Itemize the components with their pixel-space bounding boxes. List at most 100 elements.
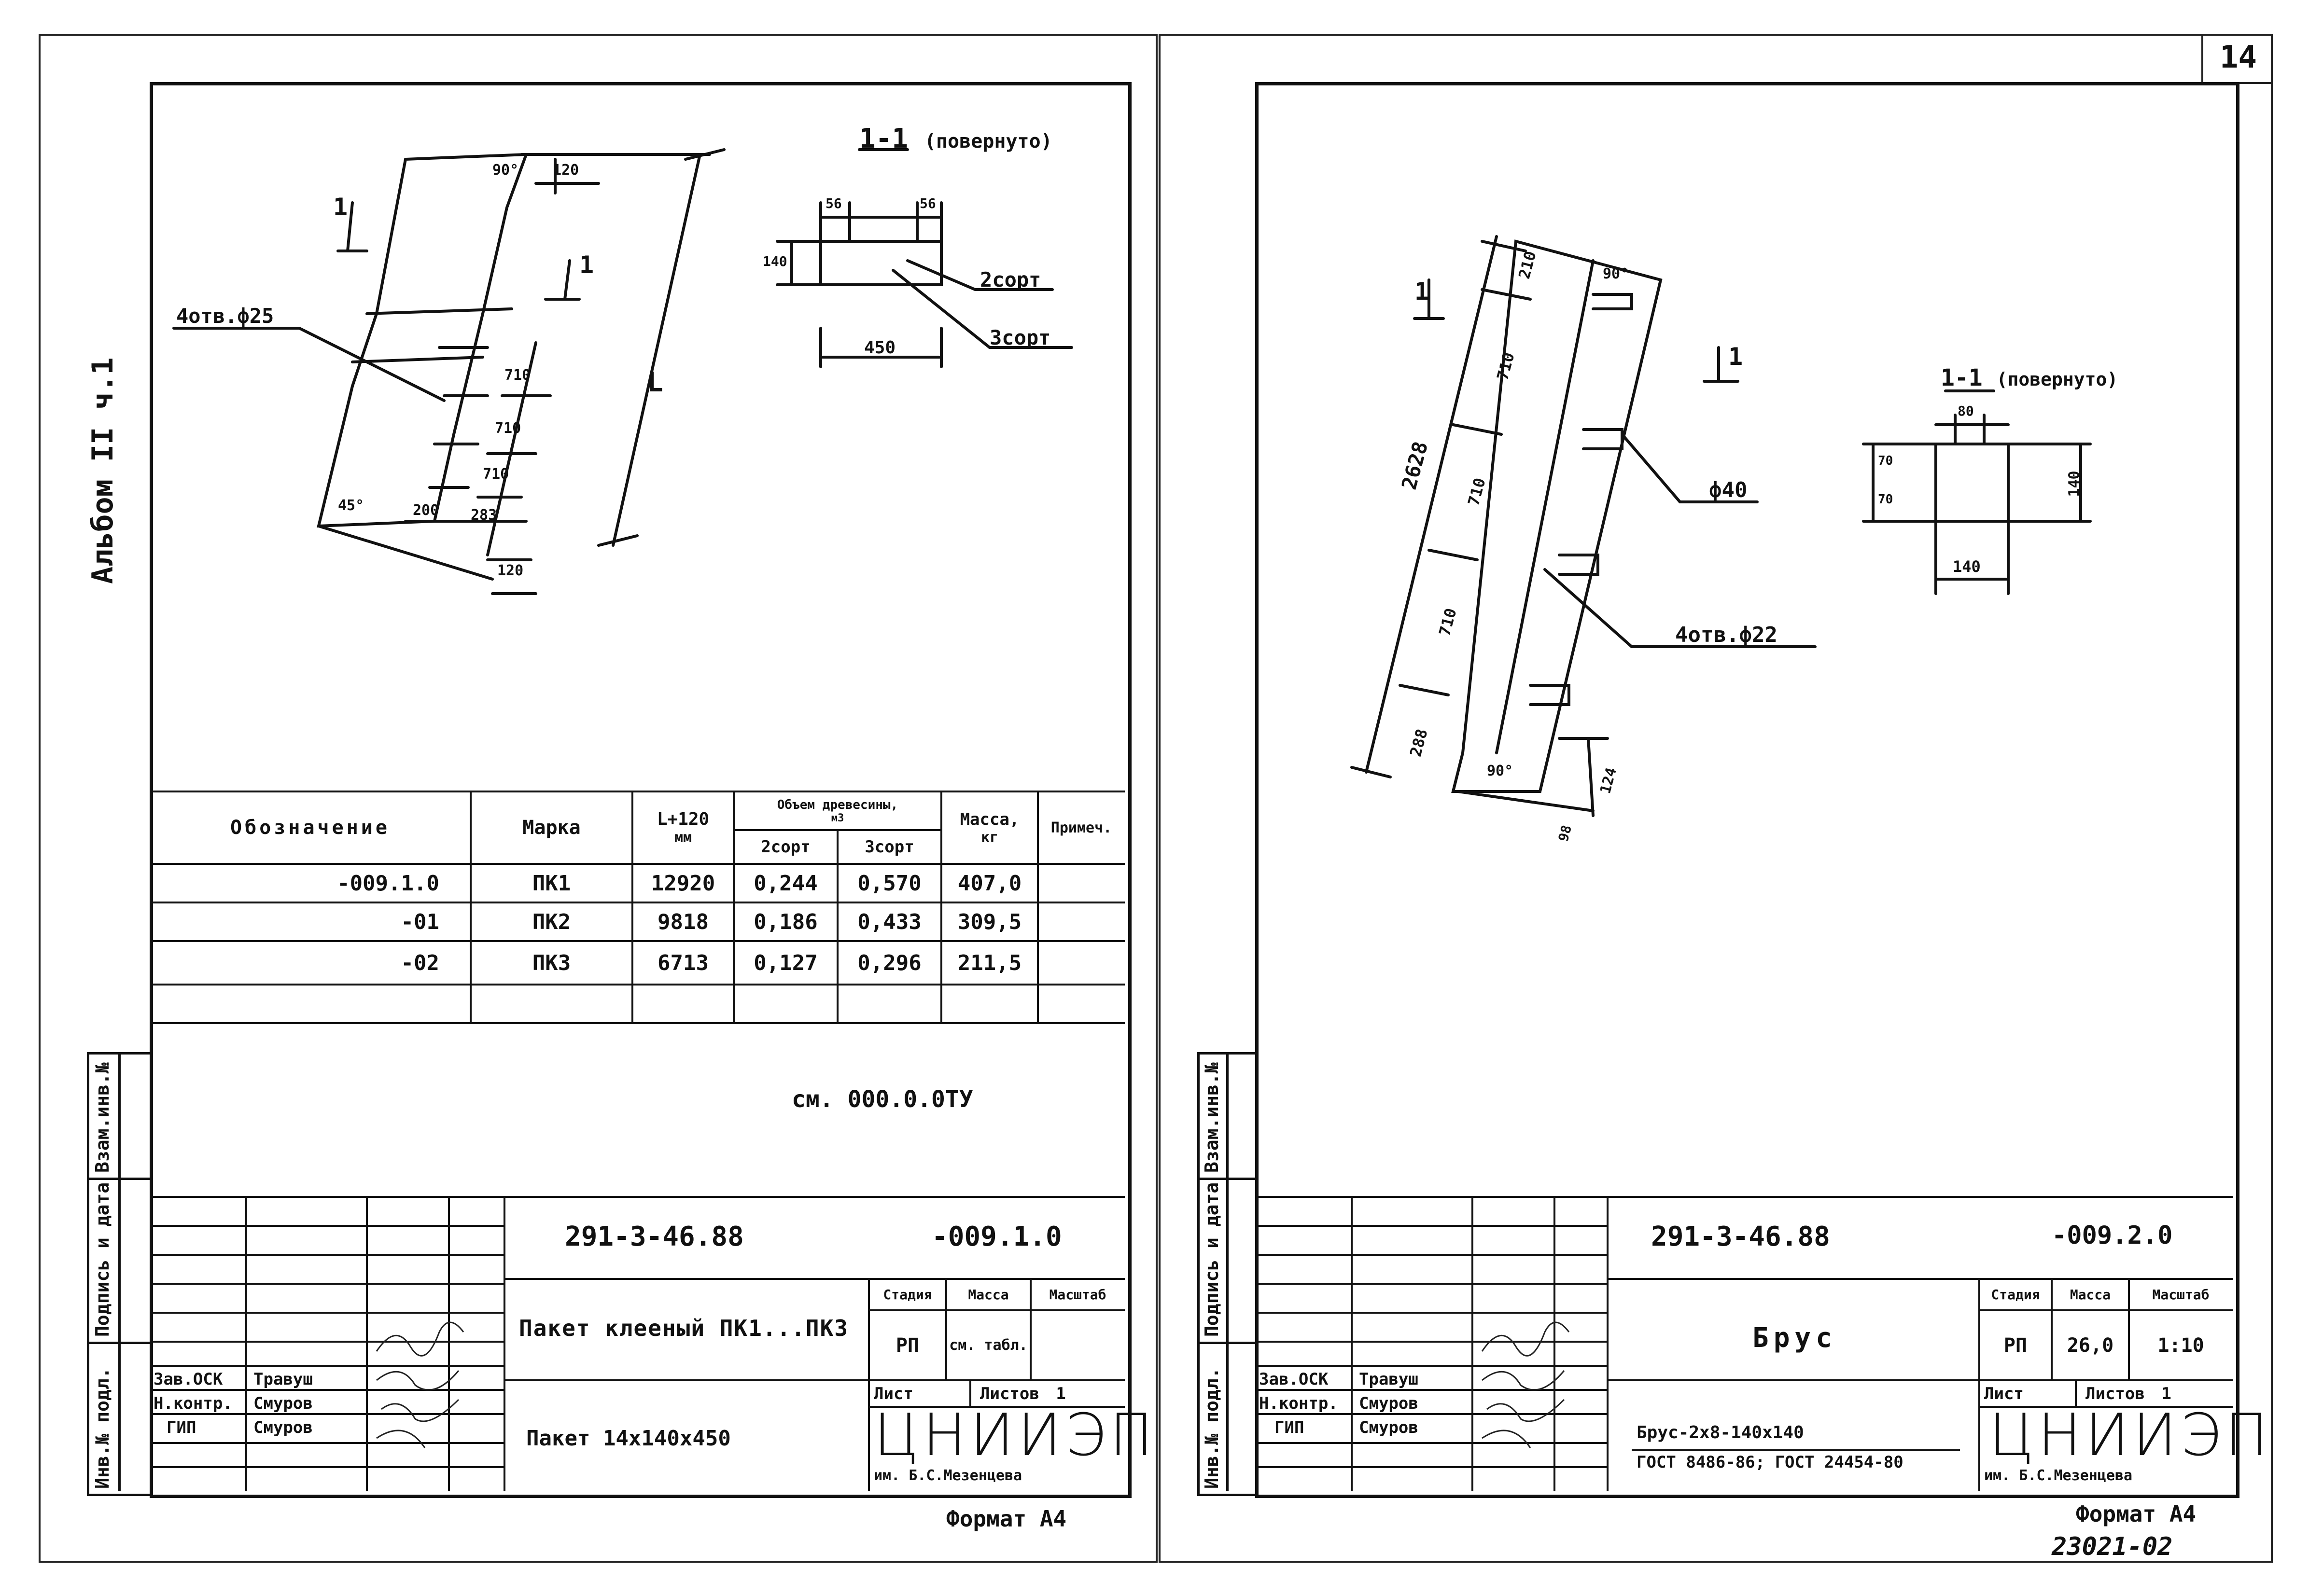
left-doc-code: 291-3-46.88	[565, 1221, 744, 1252]
spec-header-length-unit: мм	[674, 829, 692, 846]
left-dim-120-top: 120	[553, 162, 579, 179]
left-angle-bottom: 45°	[338, 497, 364, 514]
spec-header-mark: Марка	[522, 817, 581, 839]
left-callout-grade2: 2сорт	[980, 268, 1041, 291]
right-doc-material-1: Брус-2х8-140х140	[1637, 1423, 1804, 1443]
right-drawing-frame	[1255, 82, 2239, 1498]
spec-header-note: Примеч.	[1050, 819, 1112, 836]
right-sec-70-b: 70	[1878, 492, 1893, 507]
right-staff-name-2: Смуров	[1359, 1394, 1418, 1413]
right-sec-80: 80	[1958, 403, 1974, 419]
spec-header-mass: Масса, кг	[941, 791, 1038, 864]
right-sheets-label: Листов 1	[2085, 1384, 2171, 1403]
left-dim-L: L	[647, 367, 663, 398]
left-section-title: 1-1 (повернуто)	[859, 123, 1052, 154]
signatures	[376, 1321, 1570, 1448]
right-mass-label: Масса	[2070, 1287, 2111, 1303]
right-format: Формат А4	[2076, 1501, 2197, 1527]
left-sheet-label: Лист	[874, 1384, 913, 1403]
spec-row-3-grade3: 0,296	[857, 950, 922, 975]
left-sec-140: 140	[763, 253, 787, 269]
left-section-note: (повернуто)	[924, 130, 1052, 153]
spec-row-1-grade2: 0,244	[754, 871, 818, 896]
right-angle-top: 90°	[1603, 265, 1629, 282]
left-side-divider-v	[118, 1052, 121, 1491]
left-sec-450: 450	[864, 338, 896, 358]
left-doc-suffix: -009.1.0	[932, 1221, 1062, 1252]
right-org-sub: им. Б.С.Мезенцева	[1984, 1467, 2133, 1484]
left-dim-710-b: 710	[495, 420, 521, 437]
spec-row-2-mark: ПК2	[532, 909, 571, 934]
left-scale-value	[1031, 1310, 1125, 1380]
right-mass-value: 26,0	[2067, 1334, 2114, 1357]
spec-header-designation: Обозначение	[230, 817, 390, 839]
left-stage-value: РП	[896, 1334, 920, 1357]
left-callout-grade3: 3сорт	[990, 326, 1051, 349]
right-staff-role-1: Зав.ОСК	[1259, 1370, 1329, 1389]
spec-row-2-grade2: 0,186	[754, 909, 818, 934]
left-side-label-replace: Взам.инв.№	[92, 1062, 113, 1173]
left-dim-283: 283	[471, 507, 497, 524]
left-callout-holes: 4отв.ф25	[176, 304, 274, 328]
right-sheet-label: Лист	[1984, 1384, 2024, 1403]
spec-header-mass-label: Масса,	[960, 809, 1020, 829]
spec-header-volume-label: Объем древесины,	[777, 797, 898, 812]
left-org-logo: ЦНИИЭП	[874, 1402, 1157, 1469]
left-beam-outline	[317, 153, 529, 528]
page-number: 14	[2220, 40, 2257, 75]
left-angle-top: 90°	[492, 162, 519, 179]
right-sec-140-v: 140	[2066, 471, 2083, 497]
left-staff-name-2: Смуров	[253, 1394, 313, 1413]
left-reference-note: см. 000.0.0ТУ	[792, 1086, 973, 1113]
left-mass-value: см. табл.	[949, 1337, 1028, 1354]
right-sheet-border	[1159, 34, 2273, 1563]
left-dim-120-bottom: 120	[497, 562, 524, 579]
left-staff-role-3: ГИП	[167, 1418, 196, 1437]
right-callout-holes: 4отв.ф22	[1675, 623, 1777, 647]
left-cut-mark-1: 1	[333, 193, 348, 221]
right-callout-hole: ф40	[1709, 478, 1748, 502]
left-staff-name-3: Смуров	[253, 1418, 313, 1437]
right-staff-role-3: ГИП	[1274, 1418, 1304, 1437]
right-scale-label: Масштаб	[2152, 1287, 2210, 1303]
spec-header-mass-unit: кг	[980, 829, 999, 846]
spec-header-volume-unit: м3	[831, 812, 844, 824]
left-stage-label: Стадия	[883, 1287, 932, 1303]
right-side-label-replace: Взам.инв.№	[1201, 1062, 1222, 1173]
right-cut-mark-1: 1	[1414, 278, 1429, 305]
right-sec-140-h: 140	[1953, 557, 1981, 576]
right-sec-70-a: 70	[1878, 454, 1893, 468]
right-side-label-inventory: Инв.№ подл.	[1201, 1367, 1222, 1489]
spec-row-1-mass: 407,0	[957, 871, 1022, 896]
left-dim-200: 200	[413, 502, 439, 519]
spec-row-3-designation: -02	[401, 950, 439, 975]
left-cut-mark-2: 1	[579, 251, 594, 279]
left-org-sub: им. Б.С.Мезенцева	[874, 1467, 1022, 1484]
spec-row-2-designation: -01	[401, 909, 439, 934]
left-sheets-label-text: Листов	[980, 1384, 1039, 1403]
left-drawing-frame	[150, 82, 1132, 1498]
left-mass-label: Масса	[968, 1287, 1009, 1303]
right-dim-2628-line	[1365, 235, 1498, 774]
spec-row-3-length: 6713	[658, 950, 709, 975]
left-dim-710-c: 710	[483, 466, 509, 483]
left-sheet-border	[39, 34, 1158, 1563]
right-doc-name: Брус	[1752, 1322, 1837, 1354]
left-side-label-signature: Подпись и дата	[92, 1182, 113, 1337]
right-stage-value: РП	[2003, 1334, 2028, 1357]
left-staff-role-2: Н.контр.	[154, 1394, 233, 1413]
right-org-logo: ЦНИИЭП	[1989, 1402, 2272, 1469]
right-side-divider-v	[1226, 1052, 1229, 1491]
right-section-note: (повернуто)	[1996, 369, 2118, 390]
spec-header-grade2: 2сорт	[761, 837, 811, 857]
left-dim-710-a: 710	[504, 367, 531, 384]
right-doc-material-2: ГОСТ 8486-86; ГОСТ 24454-80	[1637, 1453, 1903, 1472]
left-section-rect	[819, 240, 943, 286]
right-doc-suffix: -009.2.0	[2052, 1221, 2173, 1250]
left-sec-56-right: 56	[920, 195, 936, 211]
spec-header-volume: Объем древесины, м3	[734, 791, 941, 830]
spec-header-length: L+120 мм	[632, 791, 734, 864]
inventory-stamp: 23021-02	[2052, 1532, 2173, 1561]
right-doc-code: 291-3-46.88	[1651, 1221, 1830, 1252]
